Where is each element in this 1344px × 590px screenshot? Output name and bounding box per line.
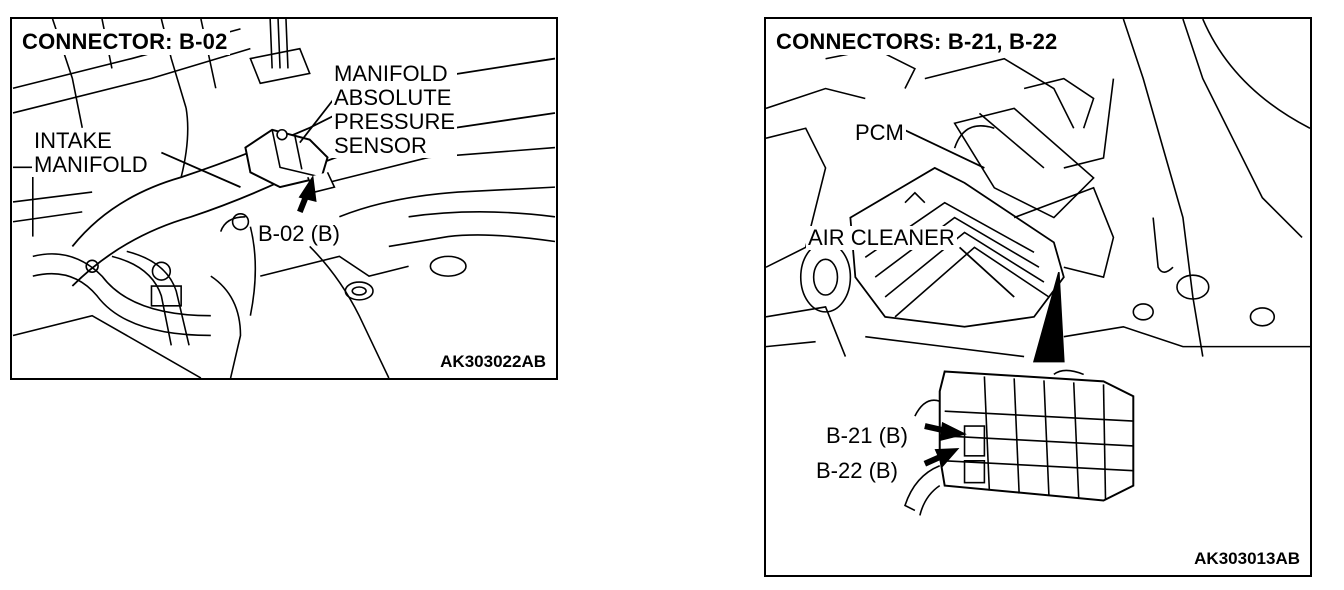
connector-b21-label: B-21 (B) <box>824 423 910 448</box>
intake-manifold-label-line-1: INTAKE <box>34 128 112 153</box>
map-sensor-label: MANIFOLD ABSOLUTE PRESSURE SENSOR <box>332 61 458 158</box>
map-sensor-label-line-3: PRESSURE <box>334 109 456 134</box>
figure-code: AK303013AB <box>1192 549 1302 569</box>
map-sensor-label-line-2: ABSOLUTE <box>334 85 452 110</box>
intake-manifold-label-line-2: MANIFOLD <box>34 152 148 177</box>
engine-bay-illustration <box>12 19 556 378</box>
air-cleaner-pcm-illustration <box>766 19 1310 516</box>
intake-manifold-label: INTAKE MANIFOLD <box>32 129 150 177</box>
figure-code: AK303022AB <box>438 352 548 372</box>
connector-b02-panel: CONNECTOR: B-02 INTAKE MANIFOLD MANIFOLD… <box>10 17 558 380</box>
connector-b22-label: B-22 (B) <box>814 458 900 483</box>
connectors-b21-b22-panel: CONNECTORS: B-21, B-22 PCM AIR CLEANER B… <box>764 17 1312 577</box>
map-sensor-label-line-1: MANIFOLD <box>334 61 448 86</box>
panel-title: CONNECTOR: B-02 <box>20 29 230 55</box>
pcm-label: PCM <box>853 120 906 145</box>
air-cleaner-label: AIR CLEANER <box>806 225 957 250</box>
map-sensor-label-line-4: SENSOR <box>334 133 427 158</box>
panel-title: CONNECTORS: B-21, B-22 <box>774 29 1060 55</box>
connector-b02-label: B-02 (B) <box>256 221 342 246</box>
